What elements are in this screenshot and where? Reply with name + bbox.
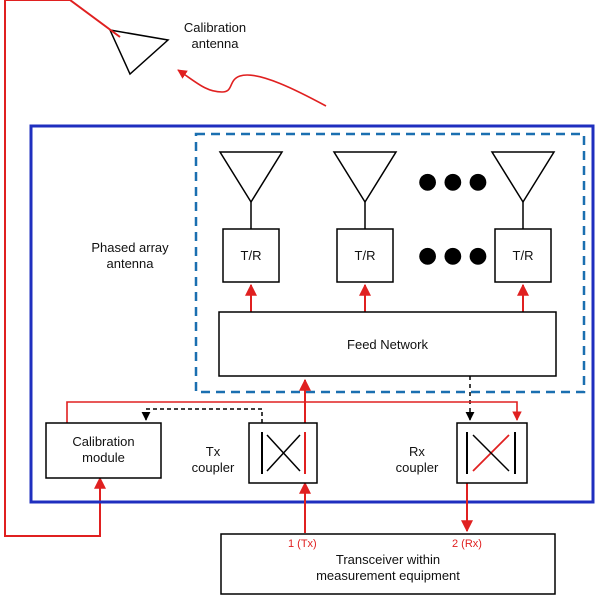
rx-coupler-label-line1: Rx — [409, 444, 425, 459]
calibration-module-label-line2: module — [82, 450, 125, 465]
phased-array-frame — [29, 124, 595, 504]
antenna-element-icon — [490, 151, 556, 229]
antenna-element-icon — [332, 151, 398, 229]
tr-module-label: T/R — [354, 248, 376, 263]
calibration-antenna-label: Calibration antenna — [160, 20, 270, 52]
transceiver-label-line1: Transceiver within — [335, 552, 441, 567]
calibration-antenna-label-line2: antenna — [191, 36, 239, 51]
tx-coupler-icon — [248, 422, 318, 484]
phased-array-label-line1: Phased array — [91, 240, 169, 255]
transceiver-box — [220, 533, 556, 595]
calibration-cable — [4, 0, 121, 537]
feed-network-label: Feed Network — [347, 337, 428, 352]
calibration-antenna-icon — [108, 29, 170, 76]
rx-coupler-label: Rx coupler — [382, 444, 452, 476]
phased-array-label-line2: antenna — [106, 256, 154, 271]
calibration-module-label-line1: Calibration — [72, 434, 135, 449]
transceiver-label-line2: measurement equipment — [316, 568, 460, 583]
transceiver-label: Transceiver within measurement equipment — [221, 552, 555, 584]
calibration-module-box — [45, 422, 162, 479]
antenna-array-region — [194, 132, 586, 394]
tx-coupler-label-line2: coupler — [191, 460, 235, 475]
tx-coupler-label: Tx coupler — [178, 444, 248, 476]
tr-module-label: T/R — [240, 248, 262, 263]
wireless-signal-arrow — [177, 69, 327, 107]
rx-coupler-label-line2: coupler — [395, 460, 439, 475]
tr-module-label: T/R — [512, 248, 534, 263]
calibration-module-label: Calibration module — [46, 434, 161, 466]
calibration-antenna-label-line1: Calibration — [183, 20, 247, 35]
more-antennas-ellipsis: ●●● — [418, 169, 494, 194]
rx-port-label: 2 (Rx) — [452, 538, 482, 550]
feed-network-box — [218, 311, 557, 377]
tr-module-box — [222, 228, 280, 283]
more-tr-ellipsis: ●●● — [418, 243, 494, 268]
phased-array-label: Phased array antenna — [80, 240, 180, 272]
tr-module-box — [336, 228, 394, 283]
tx-port-label: 1 (Tx) — [288, 538, 317, 550]
tx-coupler-label-line1: Tx — [205, 444, 221, 459]
calibration-bus — [66, 401, 522, 423]
antenna-element-icon — [218, 151, 284, 229]
tr-module-box — [494, 228, 552, 283]
tx-coupled-dashed — [141, 408, 263, 423]
rx-coupler-icon — [456, 422, 528, 484]
